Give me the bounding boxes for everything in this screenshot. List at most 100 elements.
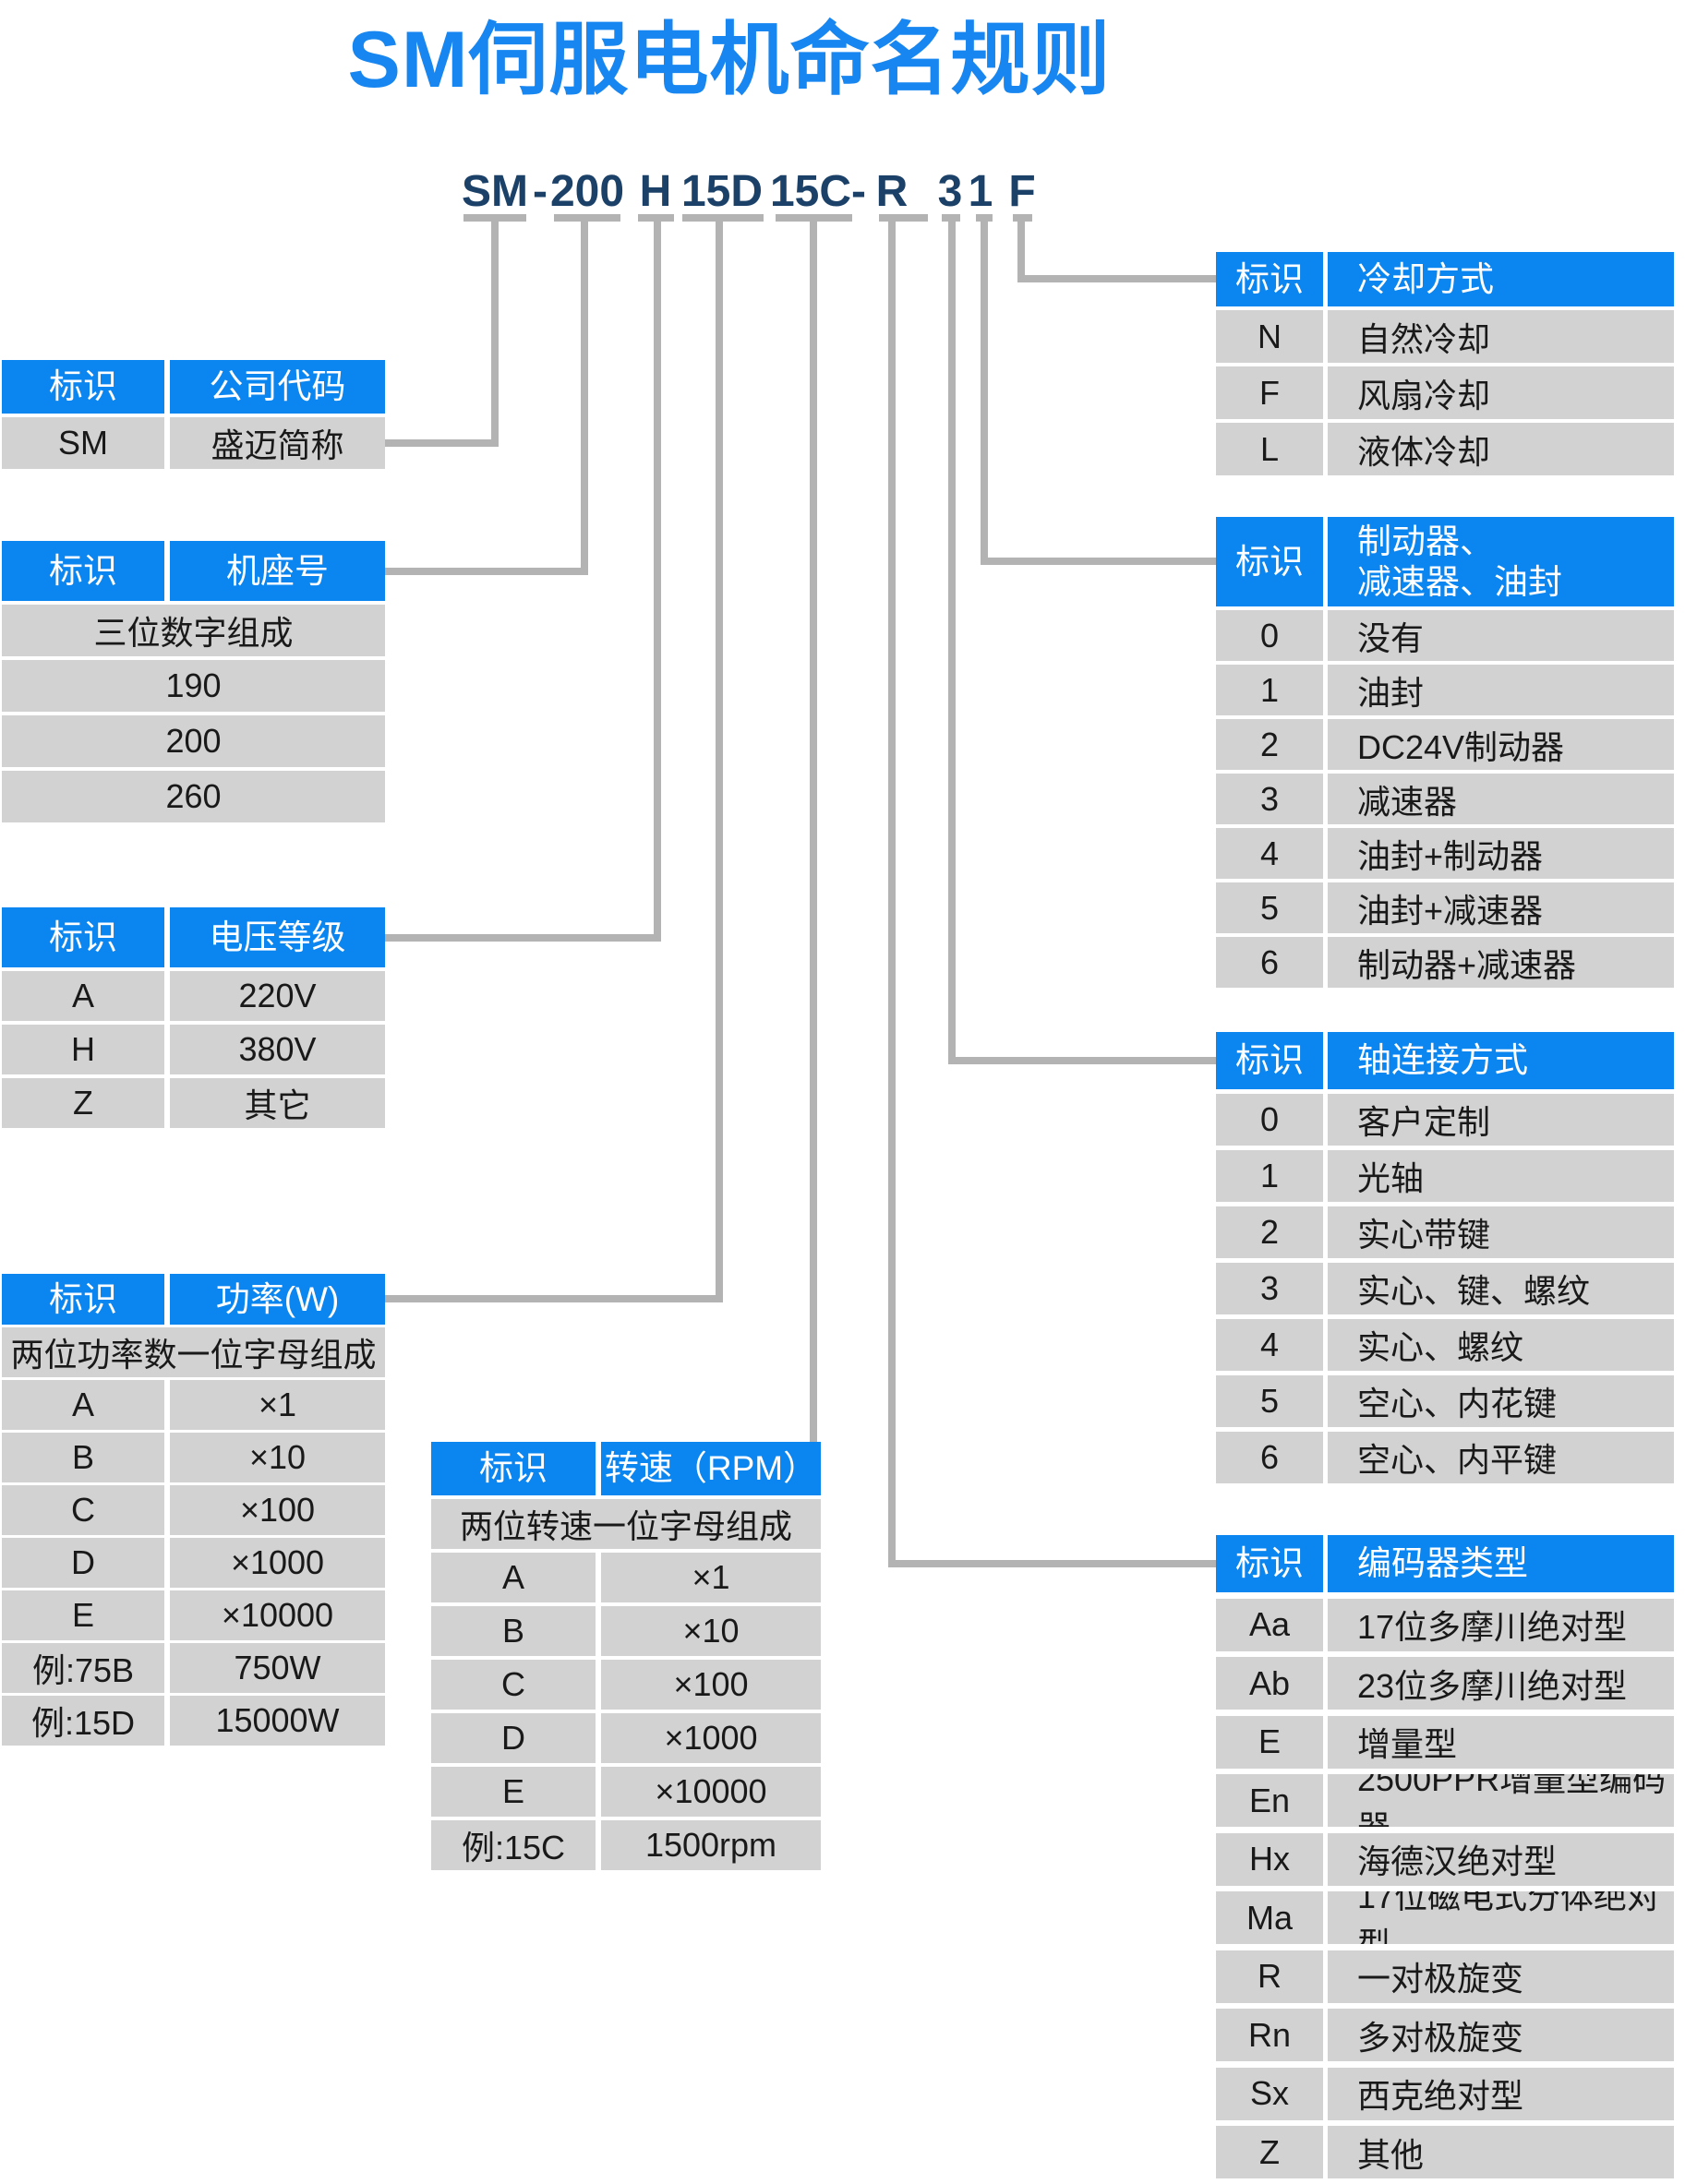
connector-r-horizontal xyxy=(888,1560,1216,1567)
cell-value: ×100 xyxy=(601,1660,821,1710)
code-segment-1: 1 xyxy=(968,167,993,216)
column-header-id: 标识 xyxy=(1216,1032,1323,1089)
code-underline-r xyxy=(879,214,928,222)
cell-value: ×10000 xyxy=(601,1767,821,1817)
cell-value: 17位多摩川绝对型 xyxy=(1328,1598,1674,1651)
cell-value: 油封+减速器 xyxy=(1328,882,1674,933)
connector-sm-horizontal xyxy=(385,439,499,447)
cell-id: 例:15D xyxy=(2,1696,164,1746)
table-header-row: 标识冷却方式 xyxy=(1216,252,1674,306)
page-title: SM伺服电机命名规则 xyxy=(347,16,1112,104)
code-underline-15c xyxy=(776,214,852,222)
code-segment-3: 3 xyxy=(937,167,963,216)
cell-value: 客户定制 xyxy=(1328,1094,1674,1146)
cell-id: Sx xyxy=(1216,2067,1323,2120)
cell-value: 1500rpm xyxy=(601,1820,821,1870)
column-header-id: 标识 xyxy=(2,541,164,601)
cell-value: 实心、键、螺纹 xyxy=(1328,1263,1674,1314)
table-header-row: 标识公司代码 xyxy=(2,360,385,414)
connector-sm-vertical xyxy=(491,222,499,447)
cell-id: 3 xyxy=(1216,1263,1323,1314)
cell-value: 油封+制动器 xyxy=(1328,828,1674,879)
cell-id: Ab xyxy=(1216,1657,1323,1710)
table-row: A×1 xyxy=(2,1380,385,1430)
cell-value: 17位磁电式分体绝对型 xyxy=(1328,1891,1674,1944)
cell-id: R xyxy=(1216,1950,1323,2003)
cell-value: 油封 xyxy=(1328,665,1674,715)
cell-value: 多对极旋变 xyxy=(1328,2009,1674,2061)
cell-id: Ma xyxy=(1216,1891,1323,1944)
column-header-id: 标识 xyxy=(2,360,164,414)
cell-id: 3 xyxy=(1216,774,1323,824)
cell-id: A xyxy=(2,971,164,1021)
connector-200-vertical xyxy=(581,222,588,575)
cell-value: 海德汉绝对型 xyxy=(1328,1832,1674,1886)
connector-1-vertical xyxy=(981,222,988,565)
table-row: B×10 xyxy=(431,1606,821,1656)
table-row: D×1000 xyxy=(431,1713,821,1763)
cell-id: 4 xyxy=(1216,828,1323,879)
code-underline-sm xyxy=(463,214,526,222)
cell-value: ×1000 xyxy=(601,1713,821,1763)
code-underline-15d xyxy=(682,214,764,222)
cell-value: 750W xyxy=(170,1643,385,1693)
cell-id: H xyxy=(2,1025,164,1074)
row-note: 两位转速一位字母组成 xyxy=(431,1499,821,1549)
cell-value: 增量型 xyxy=(1328,1715,1674,1769)
column-header-id: 标识 xyxy=(1216,252,1323,306)
row-note: 200 xyxy=(2,715,385,767)
cell-value: 实心、螺纹 xyxy=(1328,1319,1674,1371)
table-row: D×1000 xyxy=(2,1538,385,1588)
code-segment-R: R xyxy=(875,167,909,216)
cell-id: A xyxy=(431,1553,596,1602)
table-header-row: 标识功率(W) xyxy=(2,1274,385,1325)
table-header-row: 标识电压等级 xyxy=(2,907,385,967)
connector-h-vertical xyxy=(654,222,661,942)
cell-value: 一对极旋变 xyxy=(1328,1950,1674,2003)
column-header-value: 公司代码 xyxy=(170,360,385,414)
cell-value: 空心、内平键 xyxy=(1328,1432,1674,1483)
cell-id: N xyxy=(1216,310,1323,363)
table-row: 200 xyxy=(2,715,385,767)
column-header-id: 标识 xyxy=(2,907,164,967)
code-segment-200: 200 xyxy=(549,167,625,216)
table-header-row: 标识机座号 xyxy=(2,541,385,601)
cell-value: ×10 xyxy=(170,1433,385,1482)
cell-id: 5 xyxy=(1216,882,1323,933)
code-segment-15D: 15D xyxy=(680,167,764,216)
row-note: 三位数字组成 xyxy=(2,605,385,656)
connector-15d-vertical xyxy=(716,222,723,1302)
cell-id: F xyxy=(1216,366,1323,419)
cell-id: C xyxy=(431,1660,596,1710)
table-row: C×100 xyxy=(2,1485,385,1535)
cell-id: C xyxy=(2,1485,164,1535)
cell-value: 空心、内花键 xyxy=(1328,1375,1674,1427)
connector-3-horizontal xyxy=(948,1057,1216,1064)
code-underline-h xyxy=(638,214,674,222)
cell-id: E xyxy=(2,1590,164,1640)
cell-id: 4 xyxy=(1216,1319,1323,1371)
cell-value: 2500PPR增量型编码器 xyxy=(1328,1774,1674,1827)
